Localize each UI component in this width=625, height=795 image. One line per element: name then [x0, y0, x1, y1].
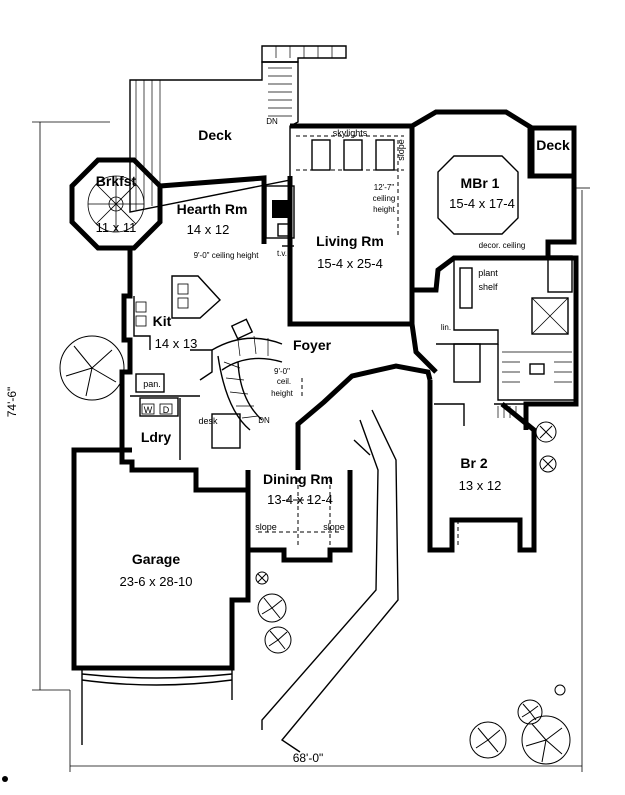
foyer-label: Foyer — [293, 337, 332, 353]
stair-dn-label: DN — [258, 416, 270, 425]
plant-shelf-label-2: shelf — [478, 282, 498, 292]
interior-walls — [130, 185, 576, 460]
living-ceiling-1: 12'-7" — [374, 183, 395, 192]
linen-label: lin. — [441, 323, 451, 332]
br2-dims: 13 x 12 — [459, 478, 502, 493]
dining-room-dims: 13-4 x 12-4 — [267, 492, 333, 507]
garage-driveway — [81, 668, 233, 745]
dining-slope-right: slope — [323, 522, 345, 532]
overall-depth-label: 74'-6" — [5, 387, 19, 418]
plant-shelf-label-1: plant — [478, 268, 498, 278]
exterior-walls — [69, 109, 579, 671]
mbr-label: MBr 1 — [461, 175, 500, 191]
hearth-ceiling-note: 9'-0" ceiling height — [194, 251, 260, 260]
ceiling-lines — [258, 135, 519, 548]
kitchen-dims: 14 x 13 — [155, 336, 198, 351]
skylights-label: skylights — [333, 128, 368, 138]
brkfst-dims: 11 x 11 — [96, 220, 137, 235]
hearth-room-dims: 14 x 12 — [187, 222, 230, 237]
breakfast-table — [87, 175, 145, 233]
hearth-room-label: Hearth Rm — [177, 201, 248, 217]
desk-label: desk — [198, 416, 218, 426]
washer-label: W — [144, 405, 153, 415]
living-ceiling-2: ceiling — [373, 194, 396, 203]
living-room-label: Living Rm — [316, 233, 384, 249]
living-slope-label: slope — [396, 139, 406, 161]
foyer-ceiling-2: ceil. — [277, 377, 291, 386]
landscape-trees — [59, 335, 571, 765]
overall-width-label: 68'-0" — [293, 751, 324, 765]
br2-label: Br 2 — [460, 455, 487, 471]
laundry-label: Ldry — [141, 429, 172, 445]
deck-master-label: Deck — [536, 137, 570, 153]
dining-room-label: Dining Rm — [263, 471, 333, 487]
deck-main — [129, 45, 347, 213]
deck-main-label: Deck — [198, 127, 232, 143]
deck-dn-label: DN — [266, 117, 278, 126]
foyer-ceiling-1: 9'-0" — [274, 367, 290, 376]
decor-ceiling-label: decor. ceiling — [479, 241, 526, 250]
garage-dims: 23-6 x 28-10 — [120, 574, 193, 589]
living-room-dims: 15-4 x 25-4 — [317, 256, 383, 271]
tv-label: t.v. — [277, 249, 287, 258]
brkfst-label: Brkfst — [96, 173, 137, 189]
foyer-ceiling-3: height — [271, 389, 294, 398]
front-walkway — [261, 409, 399, 753]
kitchen-label: Kit — [153, 313, 172, 329]
garage-label: Garage — [132, 551, 180, 567]
dryer-label: D — [163, 405, 170, 415]
pantry-label: pan. — [143, 379, 161, 389]
dining-slope-left: slope — [255, 522, 277, 532]
living-ceiling-3: height — [373, 205, 396, 214]
page-dot — [2, 776, 8, 782]
overall-dimension-lines — [32, 121, 590, 772]
mbr-dims: 15-4 x 17-4 — [449, 196, 515, 211]
